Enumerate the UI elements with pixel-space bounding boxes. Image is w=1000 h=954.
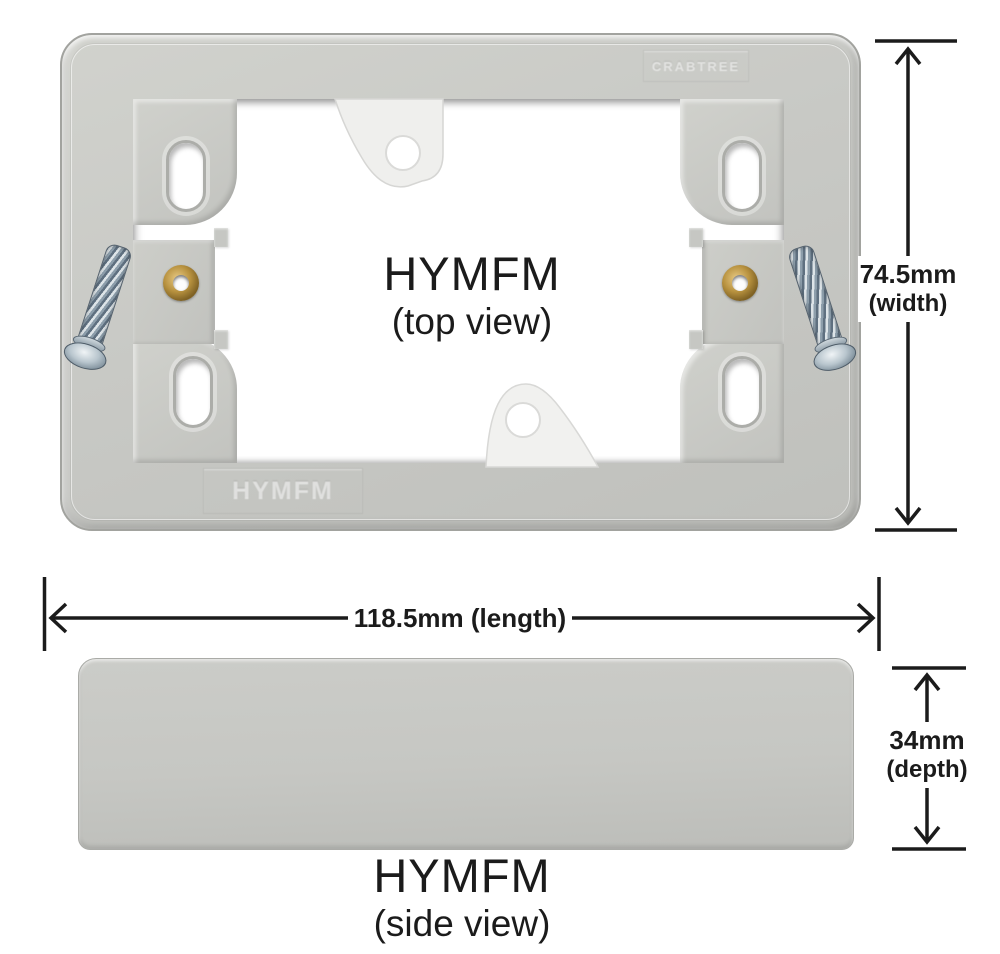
depth-axis: (depth) [886, 756, 968, 783]
top-view-title: HYMFM [383, 247, 561, 300]
embossed-stamp-top-right: CRABTREE [643, 50, 749, 82]
width-value: 74.5mm [859, 259, 957, 289]
lug-notch-left-top [214, 228, 228, 247]
fixing-tab-bottom [485, 383, 600, 468]
width-dimension-label: 74.5mm (width) [858, 256, 958, 322]
frame-opening [133, 99, 784, 463]
top-view-subtitle: (top view) [391, 301, 553, 342]
side-view-title: HYMFM [373, 849, 551, 902]
side-view-panel [78, 658, 854, 850]
fixing-tab-top [333, 98, 444, 188]
depth-value: 34mm [889, 725, 965, 755]
width-axis: (width) [868, 290, 948, 317]
lug-notch-right-top [689, 228, 703, 247]
mounting-slot-top-left [166, 140, 206, 212]
embossed-stamp-bottom-left: HYMFM [203, 468, 363, 514]
lug-notch-left-bottom [214, 330, 228, 349]
depth-dimension-label: 34mm (depth) [874, 722, 980, 788]
side-view-label: HYMFM (side view) [312, 850, 612, 946]
mounting-slot-bottom-left [173, 356, 213, 428]
tab-hole-bottom [505, 402, 541, 438]
mounting-slot-top-right [722, 140, 762, 212]
tab-hole-top [385, 135, 421, 171]
lug-notch-right-bottom [689, 330, 703, 349]
top-view-label: HYMFM (top view) [322, 248, 622, 344]
brass-insert-left [163, 265, 199, 301]
length-dimension-label: 118.5mm (length) [348, 600, 572, 636]
side-view-subtitle: (side view) [373, 903, 551, 944]
brass-insert-right [722, 265, 758, 301]
mounting-slot-bottom-right [722, 356, 762, 428]
